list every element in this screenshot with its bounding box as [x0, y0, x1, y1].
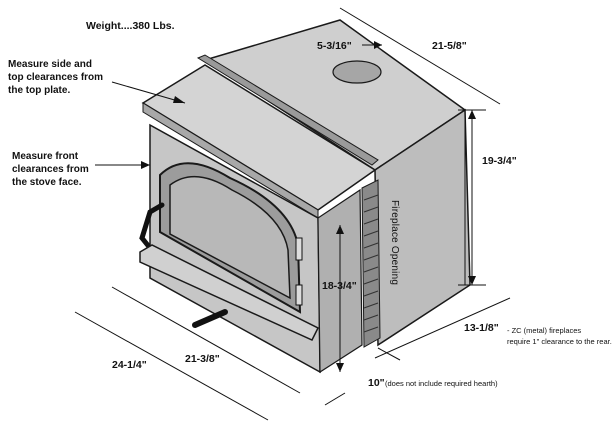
hearth-note: (does not include required hearth)	[385, 379, 498, 388]
flue-collar	[332, 60, 382, 84]
ash-lip	[139, 244, 320, 341]
ash-lever	[192, 309, 228, 328]
door-hinge-bottom	[295, 284, 303, 306]
door-hinge-top	[295, 237, 303, 261]
front-height-dimension: 18-3/4"	[322, 280, 357, 292]
strip-hatch	[363, 194, 379, 333]
arrowheads	[141, 41, 476, 372]
stove-drawing	[74, 7, 511, 421]
weight-label: Weight....380 Lbs.	[86, 20, 175, 32]
top-ridge	[196, 54, 379, 166]
rear-height-dimension: 19-3/4"	[482, 155, 517, 167]
door-handle	[139, 202, 165, 251]
rear-clearance-note: - ZC (metal) fireplaces require 1" clear…	[507, 326, 612, 346]
door-glass	[169, 175, 291, 300]
depth-dimension: 21-5/8"	[432, 40, 467, 52]
hearth-depth-dimension: 10"	[368, 377, 385, 389]
rear-clearance-dimension: 13-1/8"	[464, 322, 499, 334]
front-clearance-note: Measure front clearances from the stove …	[12, 151, 89, 188]
inner-width-dimension: 21-3/8"	[185, 353, 220, 365]
side-top-clearance-note: Measure side and top clearances from the…	[8, 59, 104, 96]
fireplace-opening-label: Fireplace Opening	[389, 200, 400, 286]
outer-width-dimension: 24-1/4"	[112, 359, 147, 371]
flue-offset-dimension: 5-3/16"	[317, 40, 352, 52]
dimension-lines	[74, 7, 511, 421]
stove-diagram: Weight....380 Lbs. Measure side and top …	[8, 7, 612, 421]
fireplace-opening-strip	[361, 179, 381, 348]
